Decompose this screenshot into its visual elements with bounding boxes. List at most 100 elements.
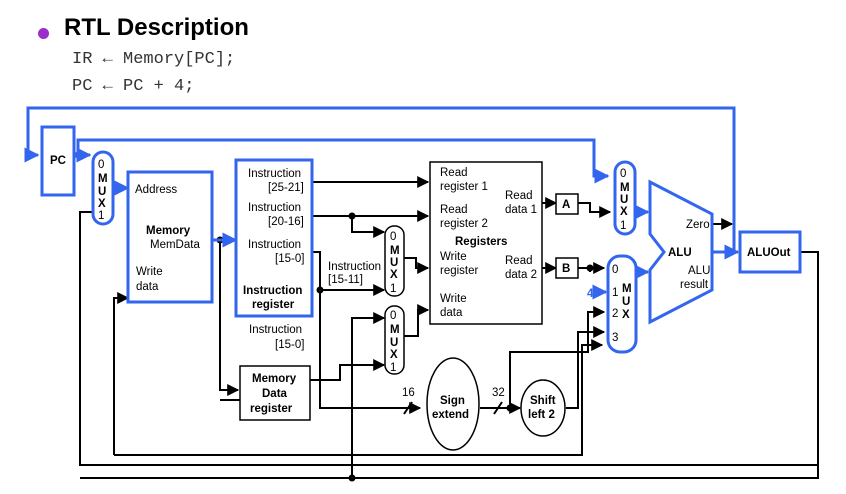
alu-zero-label: Zero <box>686 219 710 231</box>
ir-field1-bits: [25-21] <box>268 182 304 194</box>
address-mux-m: M <box>98 173 108 185</box>
alu-result-label2: result <box>680 279 709 291</box>
svg-text:0: 0 <box>390 231 396 243</box>
rtl-title: RTL Description <box>64 14 249 41</box>
shift-label: Shift <box>530 395 556 407</box>
reg-wd-label2: data <box>440 307 463 319</box>
svg-text:M: M <box>390 245 400 257</box>
pc-junction <box>74 151 82 159</box>
ir-1511-label: Instruction <box>328 261 381 273</box>
registers-title: Registers <box>455 236 507 248</box>
reg-rd2-label: Read <box>505 255 533 267</box>
write-data-mux <box>384 305 405 375</box>
constant-four: 4 <box>587 288 594 300</box>
sign-extend-unit <box>426 357 480 451</box>
mdr-label1: Memory <box>252 373 297 385</box>
aluout-label: ALUOut <box>747 247 791 259</box>
b-register <box>555 257 579 279</box>
address-mux-in0: 0 <box>98 159 104 171</box>
reg-wr-label: Write <box>440 251 467 263</box>
ir-title2: register <box>252 299 295 311</box>
reg-rr1-label2: register 1 <box>440 181 488 193</box>
reg-rr1-label: Read <box>440 167 468 179</box>
alu-src-b-mux <box>606 254 638 354</box>
mdr-label3: register <box>250 403 293 415</box>
a-register <box>555 193 579 215</box>
ir-low-bits: [15-0] <box>275 339 304 351</box>
ir-field2-bits: [20-16] <box>268 216 304 228</box>
a-label: A <box>562 199 570 211</box>
reg-wd-label: Write <box>440 293 467 305</box>
bullet-dot <box>38 28 49 39</box>
svg-text:0: 0 <box>620 168 626 180</box>
ir-field1-label: Instruction <box>248 168 301 180</box>
b-label: B <box>562 263 570 275</box>
svg-text:M: M <box>622 283 632 295</box>
sign-label: Sign <box>440 395 465 407</box>
reg-rr2-label2: register 2 <box>440 218 488 230</box>
svg-text:1: 1 <box>390 283 396 295</box>
svg-text:U: U <box>390 337 398 349</box>
address-mux-in1: 1 <box>98 210 104 222</box>
rtl-line-pc: PC ← PC + 4; <box>72 77 195 96</box>
memory-address-label: Address <box>135 184 177 196</box>
address-mux <box>91 150 115 226</box>
svg-text:1: 1 <box>620 220 626 232</box>
memory-title: Memory <box>146 225 191 237</box>
ir-low-label: Instruction <box>249 324 302 336</box>
bus32-label: 32 <box>492 387 505 399</box>
address-mux-u: U <box>98 186 106 198</box>
register-file <box>429 161 543 325</box>
ir-field3-label: Instruction <box>248 239 301 251</box>
svg-text:U: U <box>620 194 628 206</box>
reg-wr-label2: register <box>440 265 479 277</box>
instruction-register <box>234 158 314 318</box>
alu-result-label: ALU <box>688 265 710 277</box>
ir-field3-bits: [15-0] <box>275 253 304 265</box>
svg-text:M: M <box>390 324 400 336</box>
svg-text:2: 2 <box>612 308 618 320</box>
svg-text:0: 0 <box>390 310 396 322</box>
svg-text:U: U <box>622 296 630 308</box>
svg-text:0: 0 <box>612 264 618 276</box>
extend-label: extend <box>432 409 469 421</box>
bus16-label: 16 <box>402 387 415 399</box>
svg-text:1: 1 <box>390 362 396 374</box>
memory-write-data-label: data <box>136 281 159 293</box>
junction-dots <box>216 212 594 482</box>
shift-left-unit <box>520 379 566 437</box>
svg-text:U: U <box>390 257 398 269</box>
svg-text:3: 3 <box>612 332 618 344</box>
ir-title: Instruction <box>243 285 302 297</box>
svg-text:M: M <box>620 182 630 194</box>
write-register-mux <box>384 225 405 297</box>
memory-data-register <box>239 365 311 421</box>
blue-wires <box>24 106 740 300</box>
reg-rd2-label2: data 2 <box>505 269 537 281</box>
svg-text:1: 1 <box>612 287 618 299</box>
pc-label: PC <box>50 155 66 167</box>
rtl-line-ir: IR ← Memory[PC]; <box>72 50 236 69</box>
memory-unit <box>126 170 214 304</box>
reg-rr2-label: Read <box>440 204 468 216</box>
svg-text:X: X <box>390 349 398 361</box>
ir-field2-label: Instruction <box>248 202 301 214</box>
svg-text:X: X <box>622 309 630 321</box>
alu-src-a-mux <box>613 160 637 236</box>
memory-write-label: Write <box>136 266 163 278</box>
address-mux-x: X <box>98 198 106 210</box>
black-wires <box>79 176 819 479</box>
reg-rd1-label: Read <box>505 190 533 202</box>
reg-rd1-label2: data 1 <box>505 204 537 216</box>
ir-1511-bits: [15-11] <box>328 274 363 286</box>
alu <box>648 179 714 325</box>
alu-title: ALU <box>668 247 692 259</box>
aluout-register <box>738 230 802 274</box>
left2-label: left 2 <box>528 409 555 421</box>
mdr-label2: Data <box>262 388 288 400</box>
svg-text:X: X <box>620 206 628 218</box>
memory-memdata-label: MemData <box>150 239 200 251</box>
pc-register <box>40 125 76 197</box>
svg-text:X: X <box>390 269 398 281</box>
